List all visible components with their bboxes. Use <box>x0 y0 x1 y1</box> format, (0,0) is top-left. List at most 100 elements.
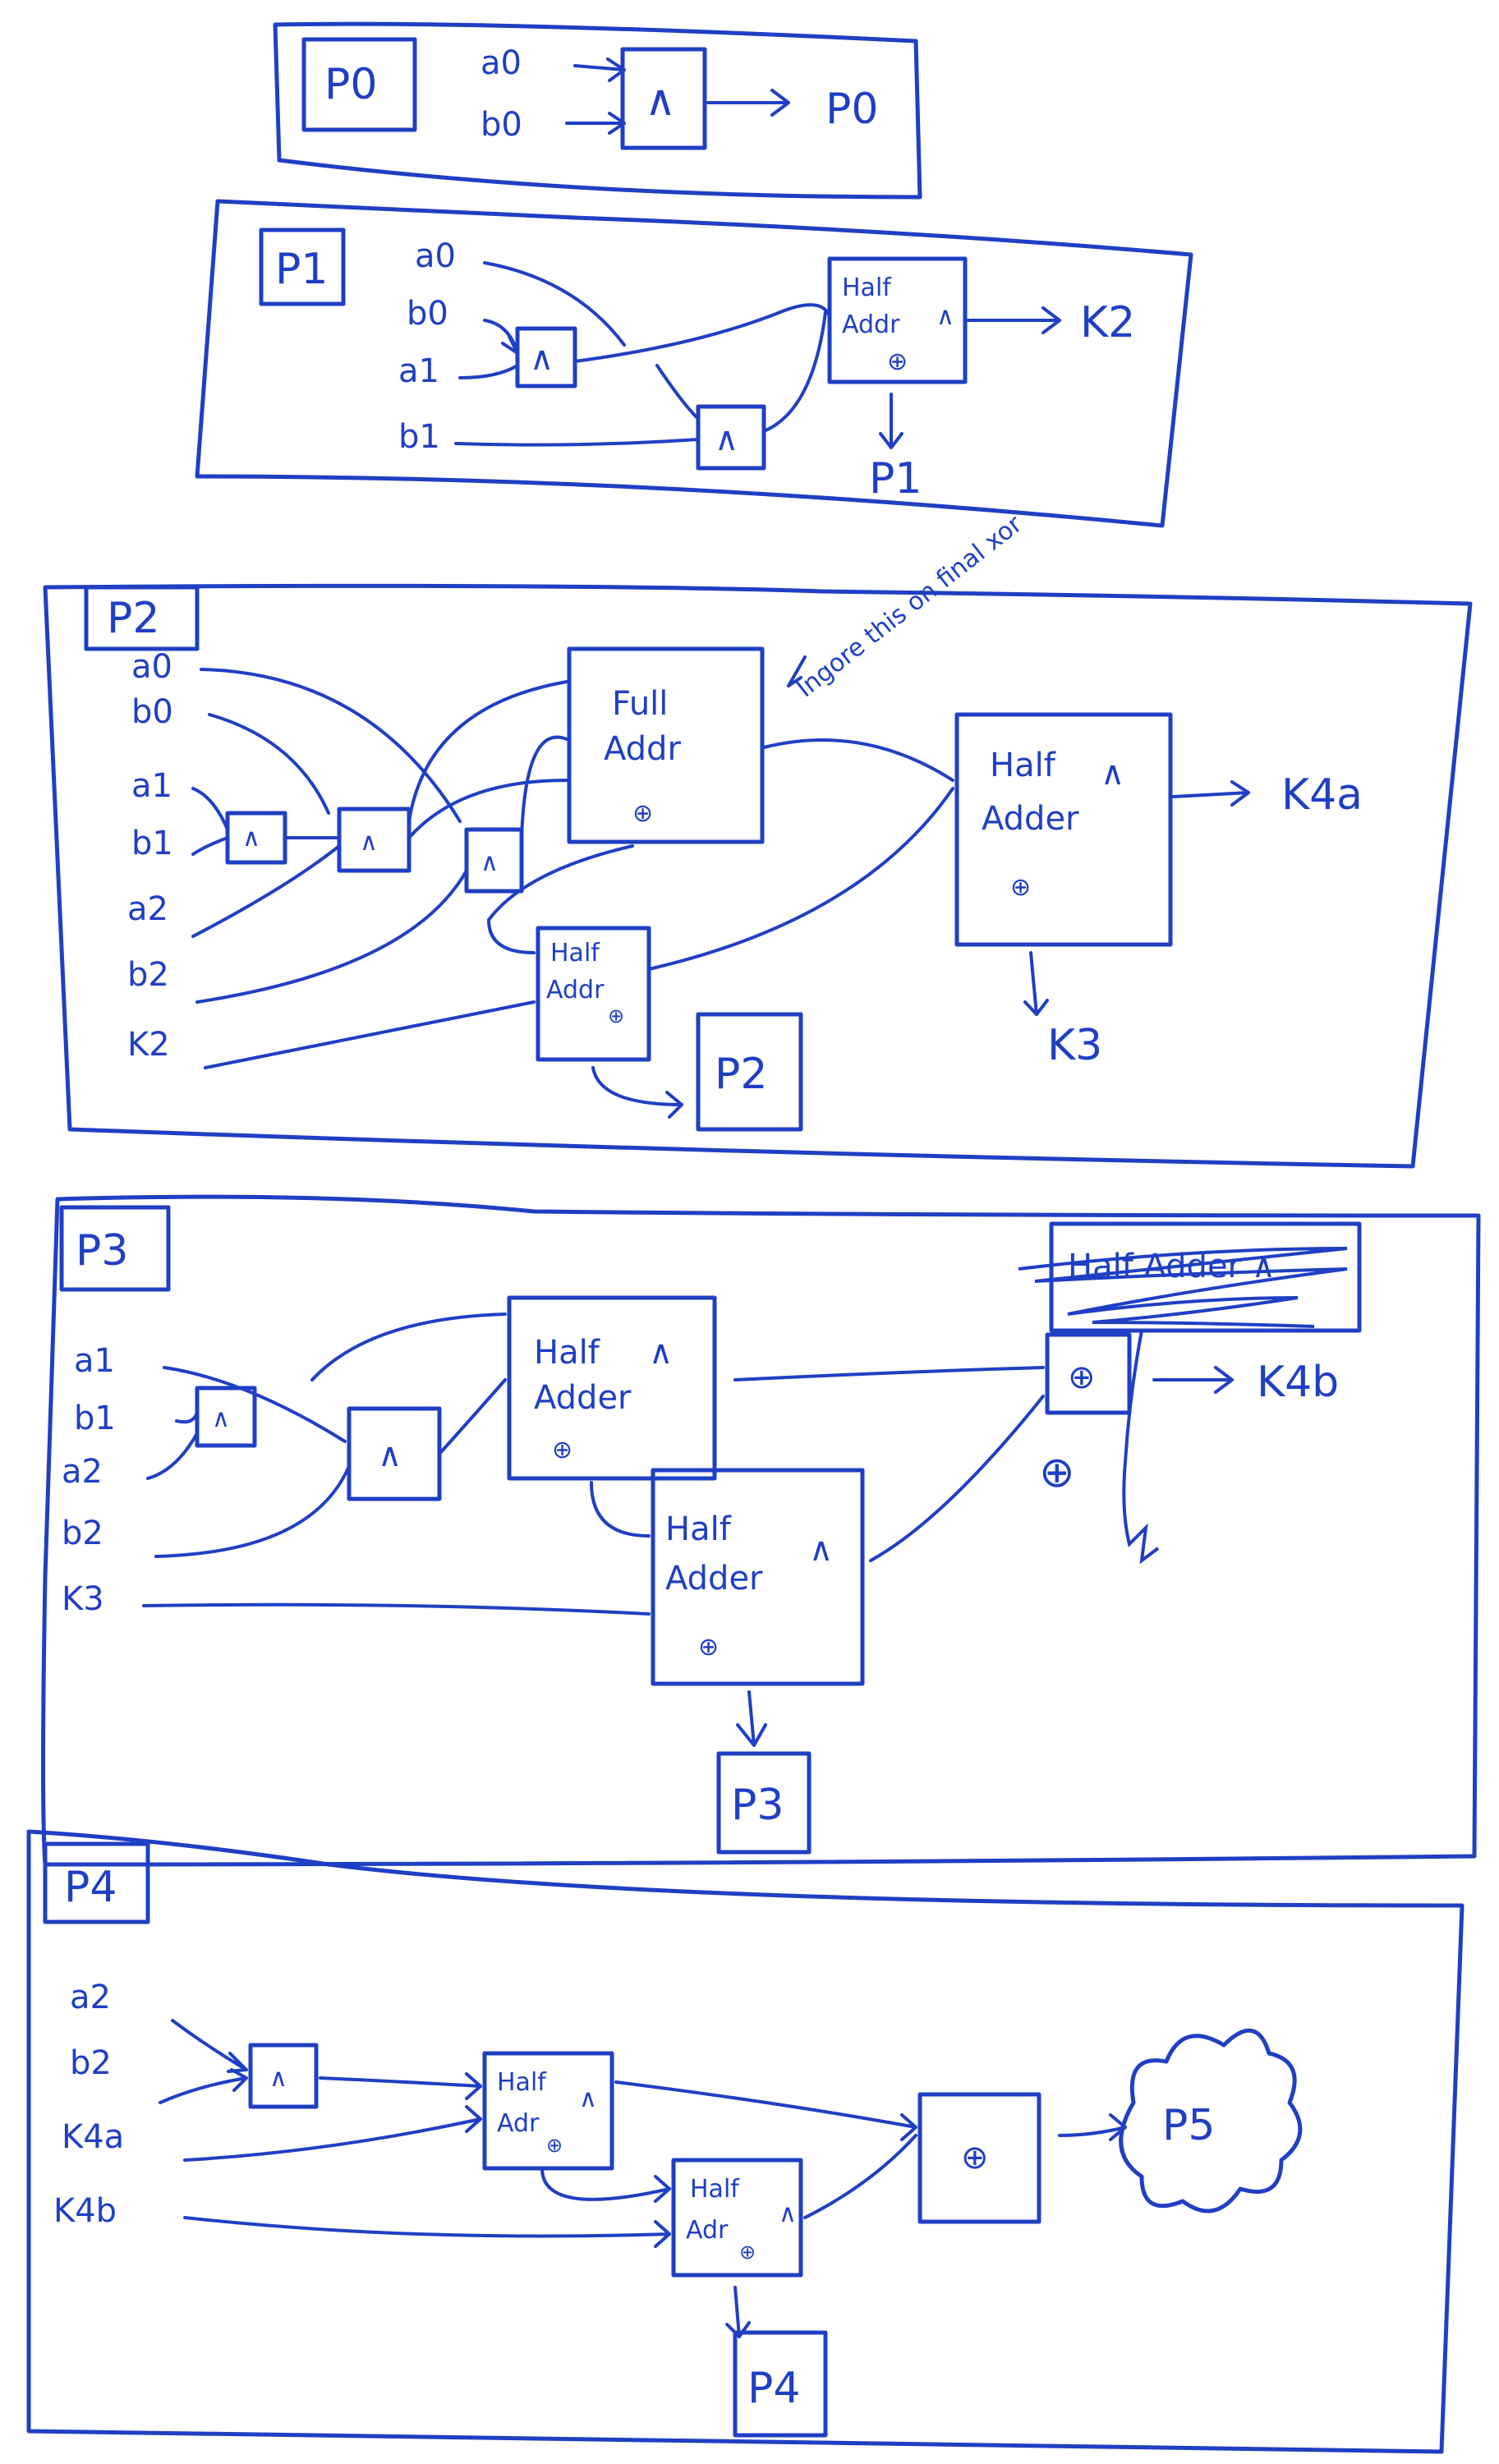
wire <box>487 844 634 954</box>
panel-p0-border <box>273 21 922 200</box>
wire <box>438 1378 507 1455</box>
input-label: b0 <box>131 693 173 731</box>
wire-arrow <box>171 2019 248 2073</box>
and-gate <box>248 2043 319 2109</box>
sum-symbol: ⊕ <box>632 799 653 828</box>
and-gate-symbol: ∧ <box>481 848 499 877</box>
half-adder-label: Half <box>990 747 1056 784</box>
output-label: P3 <box>731 1781 784 1830</box>
panel-p4-tag-box <box>43 1841 150 1924</box>
output-label: K4b <box>1257 1358 1339 1407</box>
sum-symbol: ⊕ <box>552 1436 572 1464</box>
panel-p4-tag: P4 <box>64 1863 117 1912</box>
annotation-arrow <box>787 655 807 687</box>
input-label: b0 <box>481 106 522 144</box>
input-label: a2 <box>127 890 168 928</box>
panel-p2-tag: P2 <box>107 594 159 643</box>
half-adder-label: Half <box>842 274 892 302</box>
half-adder-label: Adr <box>497 2109 540 2138</box>
wire <box>163 1366 347 1443</box>
panel-p0-tag-box <box>301 37 417 132</box>
sum-symbol: ⊕ <box>739 2241 756 2264</box>
and-gate-symbol: ∧ <box>242 824 260 853</box>
panel-p0: P0 a0 b0 ∧ P0 <box>273 21 922 200</box>
input-label: a0 <box>481 44 522 82</box>
wire-arrow <box>1058 2113 1127 2141</box>
wire <box>146 1432 199 1480</box>
input-label: b2 <box>70 2044 112 2082</box>
wire <box>454 438 700 447</box>
half-adder-label: Adder <box>665 1560 763 1597</box>
xor-gate-symbol: ⊕ <box>1068 1358 1096 1396</box>
output-label: K2 <box>1080 298 1135 347</box>
panel-p4-border <box>26 1829 1465 2454</box>
crossed-out-half-adder: Half Adder ∧ <box>1018 1221 1362 1333</box>
wire <box>803 2134 917 2219</box>
wire-arrow <box>966 306 1061 334</box>
wire-arrow <box>540 2167 671 2203</box>
wire <box>175 1411 199 1424</box>
half-adder <box>651 1468 865 1686</box>
half-adder <box>482 2051 614 2171</box>
input-label: K3 <box>62 1580 104 1618</box>
xor-gate <box>1045 1332 1132 1415</box>
output-label: P4 <box>747 2364 800 2413</box>
half-adder <box>507 1295 717 1481</box>
wire-arrow <box>1023 951 1049 1016</box>
input-label: b2 <box>127 956 169 994</box>
wire-arrow <box>573 57 626 82</box>
output-box <box>696 1012 803 1132</box>
wire <box>590 1481 651 1538</box>
wire <box>142 1602 651 1616</box>
wire-arrow <box>319 2072 482 2100</box>
and-gate-symbol: ∧ <box>715 421 738 458</box>
half-adder <box>536 926 651 1062</box>
wire-arrow <box>706 89 790 117</box>
output-label: P0 <box>825 85 878 134</box>
and-gate-symbol: ∧ <box>645 76 676 126</box>
panel-p1: P1 a0 b0 a1 b1 ∧ ∧ Half Addr ∧ ⊕ K2 P1 <box>195 199 1193 528</box>
wire <box>310 1312 507 1381</box>
panel-p2: P2 a0 b0 a1 b1 a2 b2 K2 ∧ ∧ ∧ Full Addr … <box>43 509 1473 1169</box>
input-label: K2 <box>127 1026 170 1064</box>
input-label: a0 <box>415 237 456 275</box>
and-gate <box>696 404 766 471</box>
panel-p1-border <box>195 199 1193 528</box>
carry-symbol: ∧ <box>936 302 954 331</box>
panel-p3-tag-box <box>59 1205 171 1292</box>
wire <box>407 680 568 823</box>
annotation: Ingore this on final xor <box>791 509 1028 703</box>
input-label: a2 <box>62 1453 103 1491</box>
panel-p3: P3 a1 b1 a2 b2 K3 ∧ ∧ Half Adder ∧ ⊕ Hal… <box>41 1194 1481 1867</box>
input-label: b1 <box>398 418 440 456</box>
wire <box>458 364 519 379</box>
wire <box>208 713 330 815</box>
wire <box>655 364 700 421</box>
input-label: a1 <box>398 352 439 390</box>
sum-symbol: ⊕ <box>608 1004 624 1027</box>
half-adder-label: Adr <box>686 2216 729 2245</box>
wire <box>407 779 568 839</box>
wire-arrow <box>725 2286 751 2338</box>
wire-arrow <box>483 319 519 355</box>
wire <box>200 668 462 823</box>
and-gate-symbol: ∧ <box>269 2064 287 2093</box>
full-adder-label: Full <box>612 685 668 723</box>
input-label: b0 <box>407 295 448 333</box>
wire-arrow <box>1171 780 1250 807</box>
wire <box>573 303 831 363</box>
half-adder-label: Adder <box>534 1379 632 1417</box>
wire-arrow <box>591 1066 683 1119</box>
half-adder-label: Adder <box>982 800 1079 838</box>
xor-gate-symbol: ⊕ <box>961 2139 989 2177</box>
output-box <box>733 2330 828 2438</box>
input-label: a2 <box>70 1979 111 2016</box>
and-gate <box>620 47 707 150</box>
and-gate-symbol: ∧ <box>360 828 378 857</box>
wire-arrow <box>183 2216 671 2248</box>
wire <box>204 1000 536 1069</box>
half-adder <box>954 712 1173 947</box>
output-box <box>716 1751 812 1855</box>
panel-p2-border <box>43 583 1473 1169</box>
crossed-out-box <box>1049 1221 1362 1333</box>
